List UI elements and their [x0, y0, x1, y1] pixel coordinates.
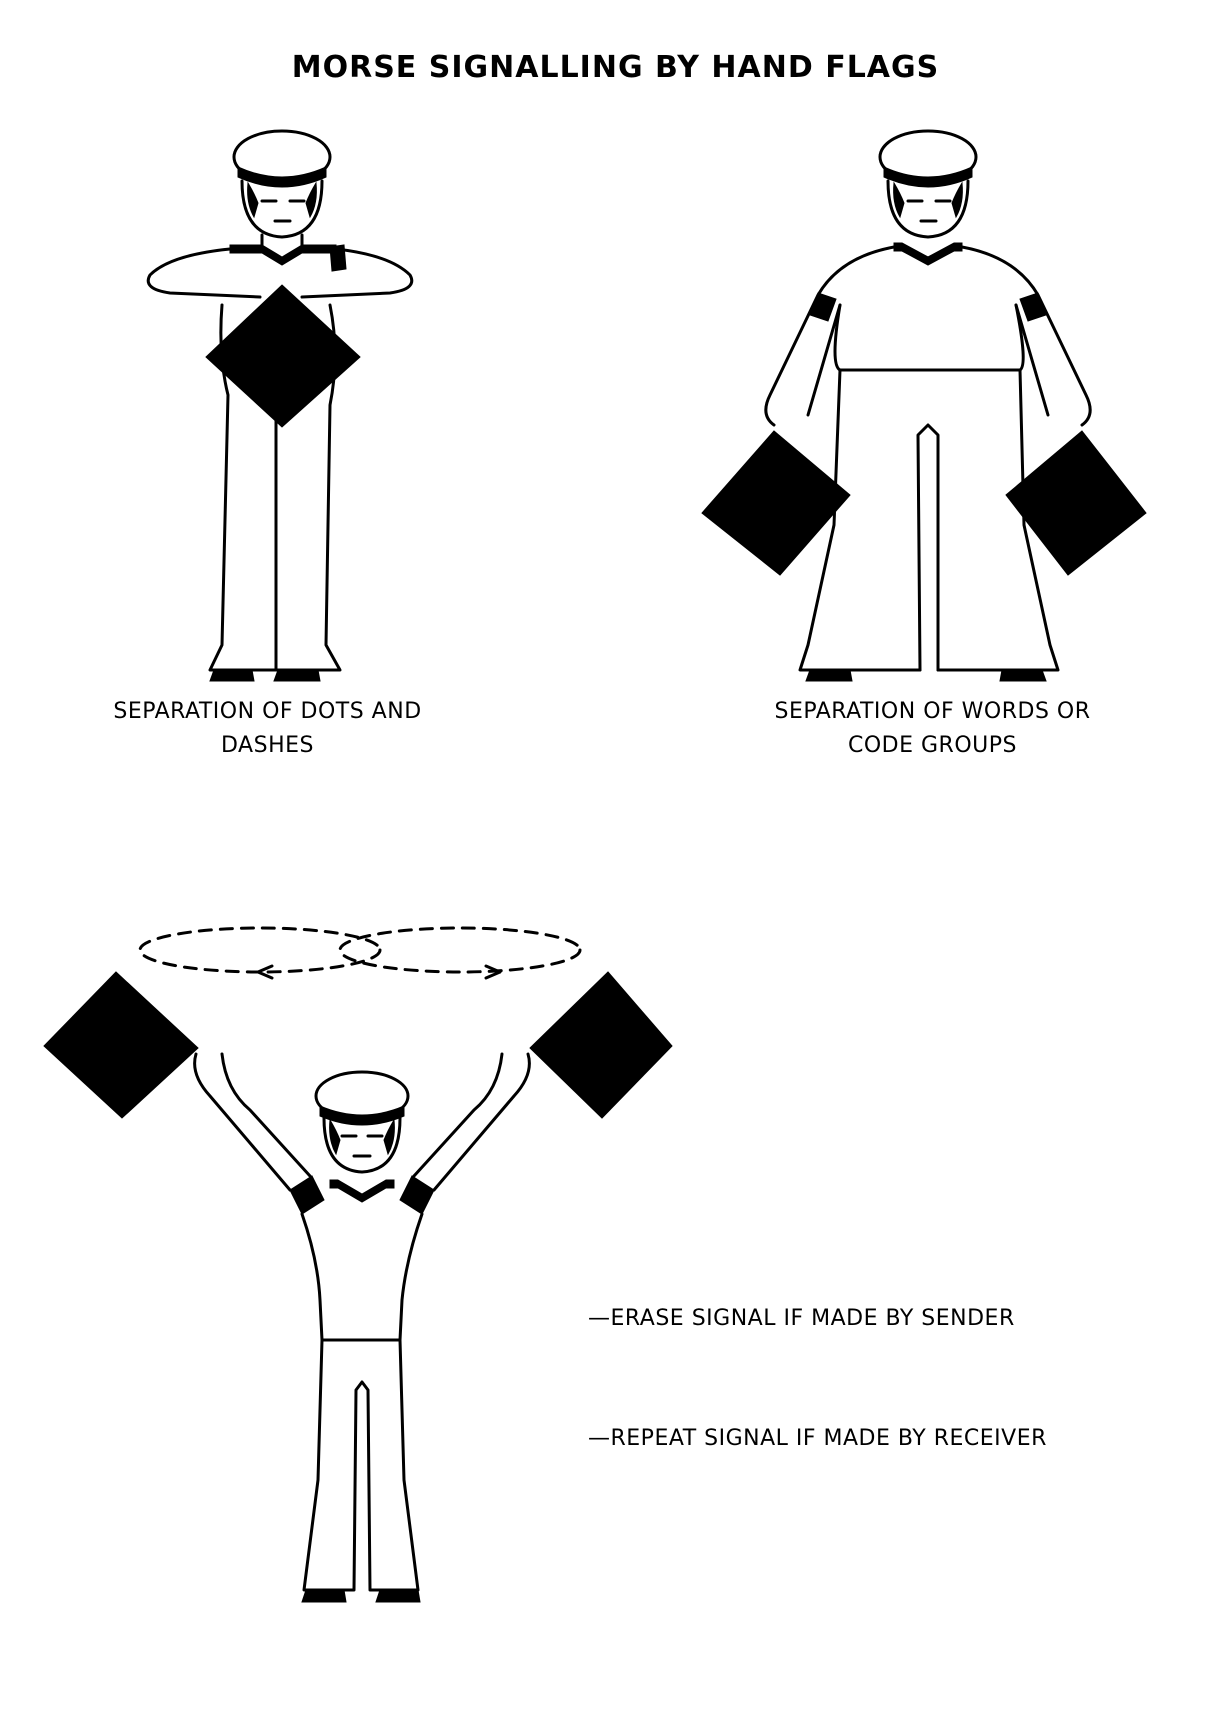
- panel-2-caption-line2: CODE GROUPS: [848, 733, 1017, 758]
- figure-dots-dashes: [146, 129, 414, 682]
- panel-1-caption-line2: DASHES: [221, 733, 314, 758]
- panel-1-caption-line1: SEPARATION OF DOTS AND: [113, 699, 422, 724]
- figure-erase-repeat: [43, 926, 673, 1603]
- diagram-title: MORSE SIGNALLING BY HAND FLAGS: [291, 50, 940, 85]
- figure-words-groups: [701, 129, 1147, 682]
- note-erase: —ERASE SIGNAL IF MADE BY SENDER: [588, 1306, 1015, 1331]
- note-repeat: —REPEAT SIGNAL IF MADE BY RECEIVER: [588, 1426, 1047, 1451]
- panel-1-caption: SEPARATION OF DOTS AND DASHES: [40, 695, 495, 763]
- panel-2-caption-line1: SEPARATION OF WORDS OR: [774, 699, 1091, 724]
- panel-2-caption: SEPARATION OF WORDS OR CODE GROUPS: [685, 695, 1180, 763]
